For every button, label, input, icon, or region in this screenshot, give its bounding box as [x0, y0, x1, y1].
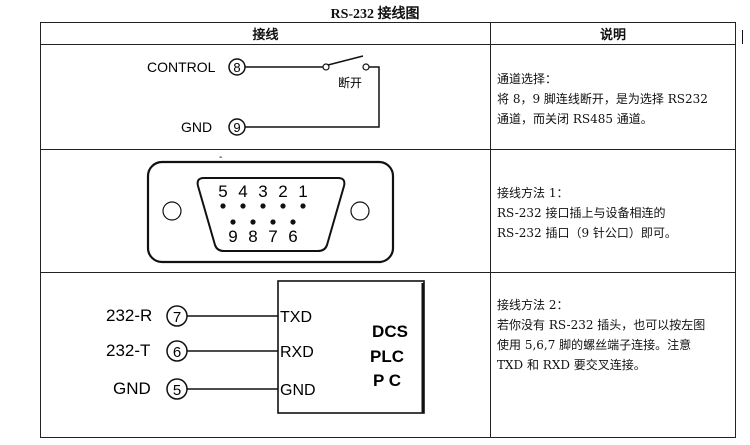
pin-number: 6 [173, 344, 181, 361]
pin-number: 9 [228, 227, 237, 246]
table-header-row: 接线 说明 [40, 22, 736, 45]
switch-diagram: CONTROL 8 断开 GND 9 [147, 55, 380, 136]
text-cursor [742, 30, 743, 44]
pin-dot [230, 219, 236, 225]
connector-face [196, 177, 346, 252]
header-wiring: 接线 [40, 22, 491, 45]
pin-number: 8 [248, 227, 257, 246]
device-pin-label: GND [280, 382, 316, 399]
pin-number: 3 [258, 182, 267, 201]
device-name: DCS [372, 322, 408, 341]
device-name: P C [373, 371, 401, 390]
pin-number: 5 [218, 182, 227, 201]
mounting-hole [162, 201, 182, 221]
table-row: CONTROL 8 断开 GND 9 通道选择： 将 8，9 脚连线断开，是为选… [40, 44, 736, 150]
page-title: RS-232 接线图 [330, 7, 420, 22]
description-line: 若你没有 RS-232 插头，也可以按左图 [497, 318, 706, 332]
switch-diagram-cell: CONTROL 8 断开 GND 9 [40, 44, 491, 150]
terminal-label: 232-T [106, 341, 150, 360]
pin-number: 7 [268, 227, 277, 246]
terminal-wiring-diagram: 232-R 7 TXD 232-T 6 RXD GND 5 GND DCS PL… [106, 280, 425, 414]
switch-blade [327, 55, 364, 66]
description-line: 通道选择： [497, 72, 558, 86]
device-box [277, 280, 425, 414]
switch-contact [362, 63, 370, 71]
description-line: RS-232 插口（9 针公口）即可。 [497, 226, 677, 240]
control-pin-number: 8 [233, 60, 240, 75]
pin-dot [250, 219, 256, 225]
pin-dot [290, 219, 296, 225]
description-line: TXD 和 RXD 要交叉连接。 [497, 358, 646, 372]
pin-dot [240, 203, 246, 209]
wire [245, 66, 380, 128]
db9-diagram-cell: - 5 4 3 2 1 9 8 7 [40, 149, 491, 273]
description-line: 将 8，9 脚连线断开，是为选择 RS232 [497, 92, 708, 106]
pin-dot [300, 203, 306, 209]
description-line: 接线方法 1： [497, 186, 569, 200]
pin-number: 6 [288, 227, 297, 246]
device-pin-label: RXD [280, 344, 314, 361]
gnd-pin-label: GND [181, 119, 212, 135]
header-description: 说明 [490, 22, 736, 45]
pin-dot [280, 203, 286, 209]
table-row: - 5 4 3 2 1 9 8 7 [40, 149, 736, 273]
description-line: 使用 5,6,7 脚的螺丝端子连接。注意 [497, 338, 692, 352]
description-line: 接线方法 2： [497, 298, 569, 312]
device-pin-label: TXD [280, 309, 312, 326]
db9-connector-diagram: - 5 4 3 2 1 9 8 7 [146, 152, 395, 264]
device-name: PLC [370, 347, 404, 366]
control-pin-label: CONTROL [147, 59, 216, 75]
terminal-label: GND [113, 379, 151, 398]
description-line: RS-232 接口插上与设备相连的 [497, 206, 666, 220]
switch-open-label: 断开 [338, 75, 362, 90]
gnd-pin-number: 9 [233, 120, 240, 135]
pin-number: 4 [238, 182, 247, 201]
description-cell: 通道选择： 将 8，9 脚连线断开，是为选择 RS232 通道，而关闭 RS48… [490, 44, 736, 150]
description-cell: 接线方法 2： 若你没有 RS-232 插头，也可以按左图 使用 5,6,7 脚… [490, 272, 736, 438]
pin-number: 7 [173, 309, 181, 326]
pin-dot [220, 203, 226, 209]
table-row: 232-R 7 TXD 232-T 6 RXD GND 5 GND DCS PL… [40, 272, 736, 438]
pin-circle [228, 118, 246, 136]
pin-number: 5 [173, 382, 181, 399]
description-cell: 接线方法 1： RS-232 接口插上与设备相连的 RS-232 插口（9 针公… [490, 149, 736, 273]
terminal-diagram-cell: 232-R 7 TXD 232-T 6 RXD GND 5 GND DCS PL… [40, 272, 491, 438]
mounting-hole [350, 201, 370, 221]
wiring-table: 接线 说明 CONTROL 8 断开 GND 9 通道选择： 将 8，9 脚连线… [40, 22, 736, 438]
switch-contact [322, 63, 330, 71]
mark: - [219, 152, 222, 163]
description-line: 通道，而关闭 RS485 通道。 [497, 112, 653, 126]
pin-number: 1 [298, 182, 307, 201]
terminal-label: 232-R [106, 306, 152, 325]
pin-dot [270, 219, 276, 225]
pin-dot [260, 203, 266, 209]
pin-number: 2 [278, 182, 287, 201]
